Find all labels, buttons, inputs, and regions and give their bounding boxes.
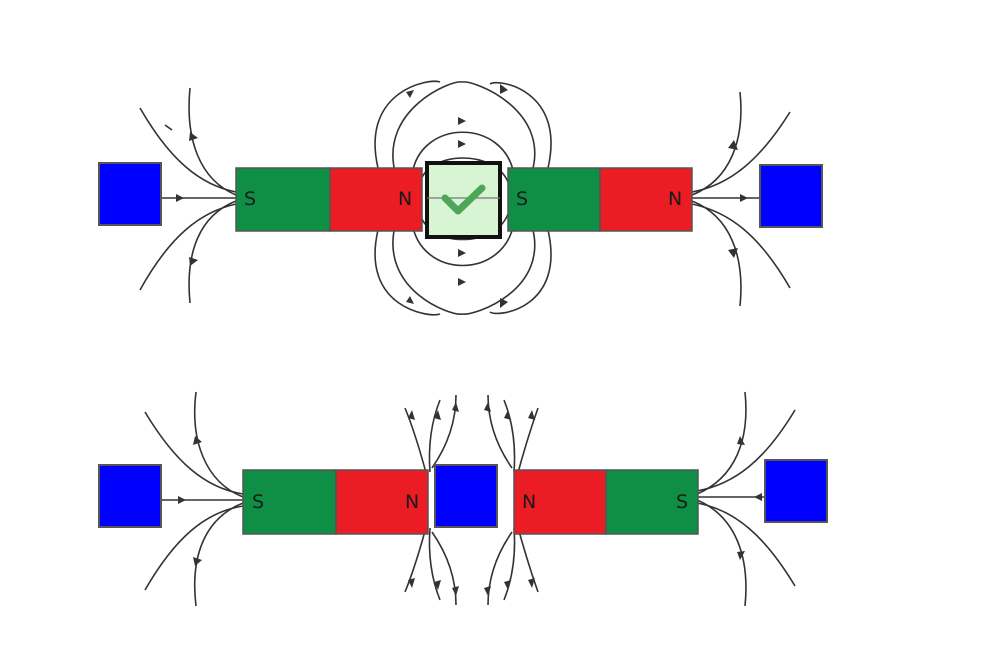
arrowhead [176,194,184,202]
top-magnet-left: S N [235,167,423,232]
south-pole [507,167,601,232]
bottom-middle-drop-slot[interactable] [434,464,498,528]
field-line [431,531,457,606]
field-line [193,391,244,498]
arrowhead [484,402,491,412]
arrowhead [500,84,508,94]
south-pole [605,469,699,535]
top-left-drop-slot[interactable] [98,162,162,226]
field-line [489,81,552,169]
arrowhead [500,298,508,308]
arrowhead [728,140,738,150]
top-middle-drop-slot[interactable] [425,161,502,239]
field-line [428,399,441,473]
field-line [489,229,552,315]
field-line [374,80,441,169]
arrowhead [178,496,186,504]
arrowhead [728,248,738,258]
top-magnet-right: S N [507,167,693,232]
field-line [503,527,516,601]
pole-label: N [398,188,412,210]
field-line [392,81,536,173]
pole-label: N [668,188,682,210]
south-pole [235,167,331,232]
arrowhead [737,551,745,560]
bottom-magnet-right: N S [513,469,699,535]
field-line [487,394,513,469]
arrowhead [189,257,198,266]
pole-label: S [244,188,256,210]
field-line [515,407,539,481]
field-line [188,87,237,196]
north-pole [329,167,423,232]
arrowhead [458,249,466,257]
arrowhead [740,194,748,202]
field-line [696,499,747,607]
arrowhead [193,557,202,566]
field-line [411,221,515,267]
field-line [404,407,429,481]
field-line [487,531,513,606]
field-line [193,502,244,607]
north-pole [513,469,607,535]
correct-answer-box [425,161,502,239]
field-line [392,225,536,315]
field-line [164,124,173,131]
check-icon [441,184,486,215]
field-line [503,399,516,473]
bottom-right-drop-slot[interactable] [764,459,828,523]
arrowhead [189,132,198,141]
arrowhead [406,296,414,304]
bottom-magnet-left: S N [242,469,429,535]
pole-label: N [522,491,536,513]
arrowhead [528,578,535,588]
arrowhead [408,410,415,420]
south-pole [242,469,337,535]
arrowhead [452,586,459,596]
top-right-drop-slot[interactable] [759,164,823,228]
pole-label: S [676,491,688,513]
pole-label: S [252,491,264,513]
top-row: S N S N [98,80,823,316]
pole-label: S [516,188,528,210]
arrowhead [458,140,466,148]
arrowhead [408,578,415,588]
field-line [411,131,515,176]
arrowhead [737,436,745,445]
north-pole [599,167,693,232]
field-line [428,527,441,601]
arrowhead [528,410,535,420]
pole-label: N [405,491,419,513]
arrowhead [458,117,466,125]
bottom-row: S N N S [98,391,828,607]
field-line [431,394,457,469]
field-line [691,200,742,307]
arrowhead [434,410,441,420]
arrowhead [484,586,491,596]
arrowhead [406,90,414,98]
arrowhead [504,580,511,590]
field-line [374,229,441,316]
arrowhead [754,493,762,501]
north-pole [335,469,429,535]
arrowhead [458,278,466,286]
arrowhead [193,436,202,445]
field-line [696,391,747,495]
bottom-left-drop-slot[interactable] [98,464,162,528]
field-line [691,91,742,196]
field-line [188,200,237,304]
arrowhead [452,402,459,412]
arrowhead [504,410,511,420]
arrowhead [434,580,441,590]
